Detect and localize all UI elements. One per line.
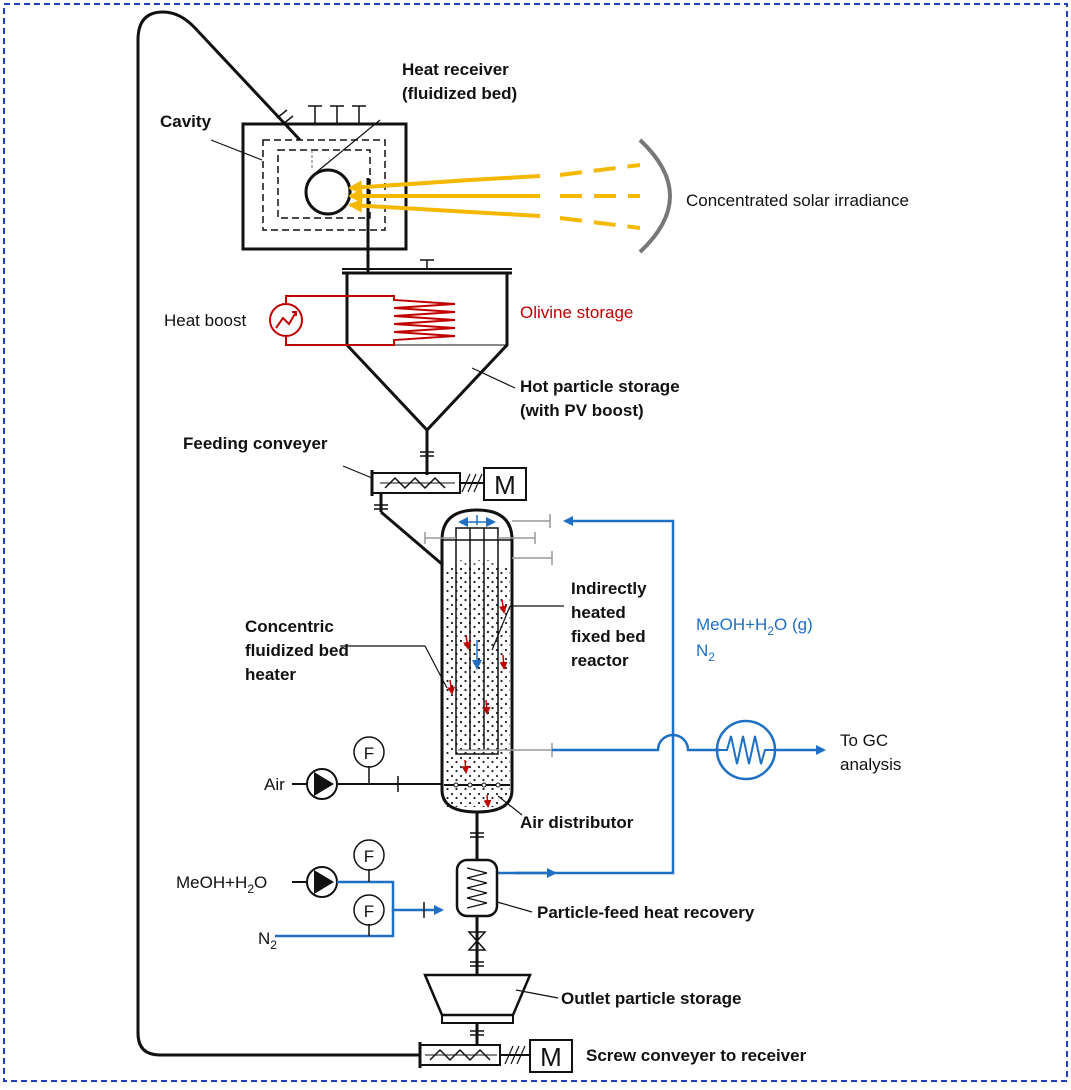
motor-label: M bbox=[494, 470, 516, 500]
n2-label: N2 bbox=[258, 929, 277, 952]
particle-feed-heat-recovery bbox=[455, 858, 533, 975]
motor-icon bbox=[529, 1039, 573, 1073]
meoh-label: MeOH+H2O bbox=[176, 873, 267, 896]
solar-rays bbox=[348, 163, 641, 230]
motor-label-2: M bbox=[540, 1042, 562, 1072]
feed-supply bbox=[275, 839, 444, 938]
flow-meter-icon bbox=[353, 839, 385, 871]
particle-feed-label: Particle-feed heat recovery bbox=[537, 903, 755, 922]
solar-label: Concentrated solar irradiance bbox=[686, 191, 909, 210]
to-gc-label-2: analysis bbox=[840, 755, 901, 774]
ihfbr-label-4: reactor bbox=[571, 651, 629, 670]
flow-meter-icon bbox=[353, 894, 385, 926]
flow-meter-label-1: F bbox=[364, 744, 374, 763]
air-label: Air bbox=[264, 775, 285, 794]
outlet-storage-label: Outlet particle storage bbox=[561, 989, 741, 1008]
feeding-conveyer-label: Feeding conveyer bbox=[183, 434, 328, 453]
heat-receiver-label: Heat receiver bbox=[402, 60, 509, 79]
outlet-particle-storage bbox=[423, 973, 559, 1045]
fluidized-bed-reactor bbox=[340, 508, 564, 860]
cfbh-label-2: fluidized bed bbox=[245, 641, 349, 660]
air-supply bbox=[292, 736, 442, 800]
outer-frame bbox=[3, 3, 1068, 1082]
cavity-label: Cavity bbox=[160, 112, 212, 131]
cfbh-label-3: heater bbox=[245, 665, 296, 684]
receiver-cavity bbox=[210, 105, 408, 272]
feed-gas-label-2: N2 bbox=[696, 641, 715, 664]
hot-particle-storage bbox=[342, 259, 516, 475]
heat-boost-label: Heat boost bbox=[164, 311, 246, 330]
ihfbr-label-3: fixed bed bbox=[571, 627, 646, 646]
to-gc-label-1: To GC bbox=[840, 731, 888, 750]
screw-conveyer-label: Screw conveyer to receiver bbox=[586, 1046, 807, 1065]
flow-meter-label-3: F bbox=[364, 902, 374, 921]
mirror-icon bbox=[638, 138, 672, 254]
heat-boost bbox=[269, 295, 456, 346]
heat-receiver-pointer bbox=[312, 119, 381, 176]
cavity-pointer bbox=[210, 139, 263, 161]
hot-storage-label: Hot particle storage bbox=[520, 377, 680, 396]
valve-icon bbox=[467, 931, 487, 951]
gas-lines bbox=[497, 516, 826, 878]
olivine-label: Olivine storage bbox=[520, 303, 633, 322]
ihfbr-label-2: heated bbox=[571, 603, 626, 622]
feed-gas-label-1: MeOH+H2O (g) bbox=[696, 615, 813, 638]
cfbh-label-1: Concentric bbox=[245, 617, 334, 636]
air-distributor-label: Air distributor bbox=[520, 813, 634, 832]
flow-meter-label-2: F bbox=[364, 847, 374, 866]
return-line bbox=[136, 10, 420, 1057]
motor-icon bbox=[483, 467, 527, 501]
hot-storage-sublabel: (with PV boost) bbox=[520, 401, 644, 420]
screw-conveyer bbox=[418, 1039, 573, 1073]
flow-meter-icon bbox=[353, 736, 385, 768]
ihfbr-label-1: Indirectly bbox=[571, 579, 647, 598]
feeding-conveyer bbox=[342, 465, 527, 567]
heat-receiver-sublabel: (fluidized bed) bbox=[402, 84, 517, 103]
